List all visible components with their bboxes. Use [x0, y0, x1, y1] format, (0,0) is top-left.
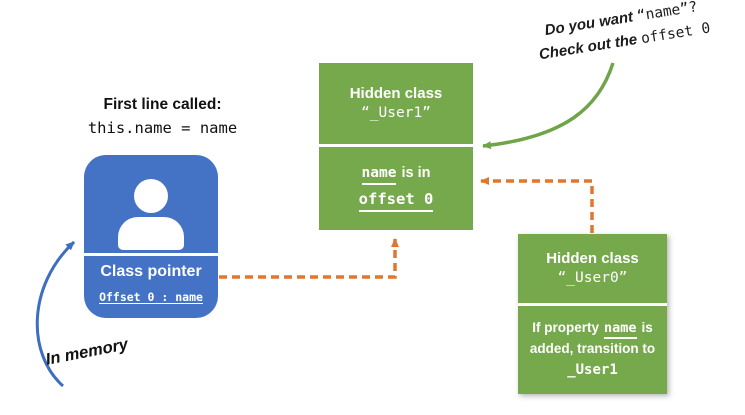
caption-code: this.name = name [87, 119, 238, 137]
user1-body-text: is in [401, 165, 431, 182]
user0-body-suffix: is [641, 319, 653, 335]
user1-keyword-name: name [361, 165, 397, 185]
user0-body-line2: added, transition to [529, 341, 656, 357]
user0-title: Hidden class [546, 249, 639, 267]
user0-body-line3: _User1 [567, 362, 618, 379]
user0-keyword-name: name [603, 320, 637, 340]
dashed-arrow-user0-to-user1 [480, 177, 594, 233]
curved-arrow-note-to-user1 [482, 62, 615, 150]
person-icon-body [118, 217, 184, 250]
user0-body-prefix: If property [532, 319, 599, 335]
first-line-caption: First line called: this.name = name [55, 96, 270, 137]
card-divider [84, 253, 218, 256]
user0-title-section: Hidden class “_User0” [518, 234, 667, 303]
user1-title: Hidden class [349, 84, 443, 102]
caption-title: First line called: [103, 96, 222, 113]
person-icon-head [134, 179, 168, 213]
annotation-note: Do you want “name”? Check out the offset… [495, 0, 745, 73]
user0-divider [518, 303, 667, 306]
user1-name: “_User1” [361, 104, 431, 121]
user1-title-section: Hidden class “_User1” [319, 63, 473, 144]
memory-object-card: Class pointer Offset 0 : name [84, 155, 218, 318]
user1-body-line2: offset 0 [358, 190, 434, 212]
offset-entry-label: Offset 0 : name [99, 290, 203, 304]
in-memory-label: In memory [44, 335, 130, 369]
dashed-arrow-classpointer-to-user1 [219, 238, 399, 279]
user0-name: “_User0” [557, 269, 628, 286]
class-pointer-label: Class pointer [100, 263, 202, 280]
user1-keyword-offset: offset 0 [358, 190, 434, 212]
user1-divider [319, 144, 473, 147]
